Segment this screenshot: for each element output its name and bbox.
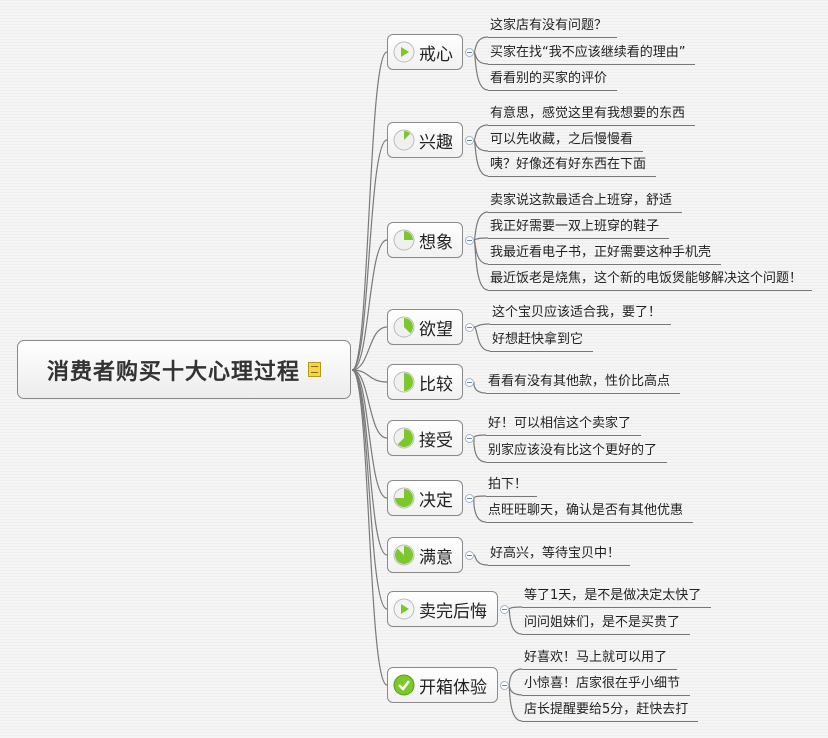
main-branch-line	[351, 369, 388, 686]
leaf-branch-line	[473, 326, 491, 352]
leaf-topic[interactable]: 好喜欢！马上就可以用了	[522, 649, 678, 670]
leaf-branch-line	[473, 51, 489, 91]
progress-pie-icon	[393, 371, 415, 393]
leaf-branch-line	[473, 497, 487, 523]
collapse-toggle[interactable]	[465, 323, 474, 332]
stage-node[interactable]: 比较	[387, 364, 463, 400]
stage-node[interactable]: 卖完后悔	[387, 591, 498, 627]
check-icon	[393, 674, 415, 696]
leaf-topic[interactable]: 点旺旺聊天，确认是否有其他优惠	[486, 502, 694, 523]
leaf-topic[interactable]: 咦？好像还有好东西在下面	[488, 156, 657, 177]
stage-node[interactable]: 满意	[387, 537, 463, 573]
stage-label: 接受	[419, 430, 453, 451]
main-branch-line	[351, 369, 388, 610]
leaf-topic[interactable]: 我正好需要一双上班穿的鞋子	[488, 218, 670, 239]
leaf-branch-line	[473, 495, 487, 499]
leaf-topic[interactable]: 买家在找“我不应该继续看的理由”	[488, 44, 696, 65]
leaf-branch-line	[508, 684, 523, 722]
collapse-toggle[interactable]	[465, 434, 474, 443]
leaf-topic[interactable]: 我最近看电子书，正好需要这种手机壳	[488, 244, 722, 265]
play-icon	[393, 41, 415, 63]
main-branch-line	[351, 239, 388, 371]
leaf-branch-line	[473, 211, 489, 241]
leaf-branch-line	[473, 381, 487, 394]
progress-pie-icon	[393, 129, 415, 151]
progress-pie-icon	[393, 544, 415, 566]
stage-label: 开箱体验	[419, 677, 487, 698]
leaf-branch-line	[508, 684, 523, 696]
stage-node[interactable]: 想象	[387, 222, 463, 258]
main-branch-line	[351, 51, 388, 371]
leaf-branch-line	[473, 139, 489, 177]
leaf-branch-line	[473, 554, 489, 566]
leaf-branch-line	[473, 139, 489, 152]
stage-label: 戒心	[419, 44, 453, 65]
collapse-toggle[interactable]	[500, 605, 509, 614]
collapse-toggle[interactable]	[465, 236, 474, 245]
stage-node[interactable]: 决定	[387, 480, 463, 516]
note-icon[interactable]	[308, 362, 321, 377]
stage-label: 兴趣	[419, 132, 453, 153]
collapse-toggle[interactable]	[465, 378, 474, 387]
leaf-topic[interactable]: 等了1天，是不是做决定太快了	[522, 587, 712, 608]
collapse-toggle[interactable]	[465, 551, 474, 560]
collapse-toggle[interactable]	[465, 494, 474, 503]
stage-node[interactable]: 欲望	[387, 309, 463, 345]
stage-label: 卖完后悔	[419, 601, 487, 622]
leaf-branch-line	[508, 606, 523, 610]
leaf-branch-line	[473, 36, 489, 53]
leaf-topic[interactable]: 问问姐妹们，是不是买贵了	[522, 614, 691, 635]
leaf-topic[interactable]: 最近饭老是烧焦，这个新的电饭煲能够解决这个问题！	[488, 270, 813, 291]
leaf-topic[interactable]: 别家应该没有比这个更好的了	[486, 442, 668, 463]
central-topic-title: 消费者购买十大心理过程	[46, 359, 300, 385]
leaf-branch-line	[508, 668, 523, 686]
progress-pie-icon	[393, 316, 415, 338]
stage-node[interactable]: 开箱体验	[387, 667, 498, 703]
play-icon	[393, 598, 415, 620]
stage-label: 想象	[419, 232, 453, 253]
leaf-topic[interactable]: 好想赶快拿到它	[490, 331, 594, 352]
leaf-topic[interactable]: 好高兴，等待宝贝中！	[488, 545, 631, 566]
leaf-topic[interactable]: 好！可以相信这个卖家了	[486, 415, 642, 436]
stage-label: 比较	[419, 374, 453, 395]
leaf-topic[interactable]: 有意思，感觉这里有我想要的东西	[488, 105, 696, 126]
stage-node[interactable]: 兴趣	[387, 122, 463, 158]
leaf-topic[interactable]: 小惊喜！店家很在乎小细节	[522, 675, 691, 696]
leaf-branch-line	[473, 323, 491, 328]
collapse-toggle[interactable]	[465, 136, 474, 145]
main-branch-line	[351, 369, 388, 383]
progress-pie-icon	[393, 487, 415, 509]
leaf-topic[interactable]: 店长提醒要给5分，赶快去打	[522, 701, 699, 722]
leaf-branch-line	[473, 237, 489, 241]
stage-node[interactable]: 戒心	[387, 34, 463, 70]
leaf-topic[interactable]: 这家店有没有问题？	[488, 17, 618, 38]
leaf-branch-line	[508, 608, 523, 635]
progress-pie-icon	[393, 229, 415, 251]
leaf-topic[interactable]: 看看别的买家的评价	[488, 70, 618, 91]
leaf-topic[interactable]: 可以先收藏，之后慢慢看	[488, 131, 644, 152]
main-branch-line	[351, 326, 388, 371]
progress-pie-icon	[393, 427, 415, 449]
leaf-topic[interactable]: 这个宝贝应该适合我，要了！	[490, 304, 672, 325]
stage-label: 决定	[419, 490, 453, 511]
leaf-branch-line	[473, 51, 489, 65]
collapse-toggle[interactable]	[465, 48, 474, 57]
central-topic[interactable]: 消费者购买十大心理过程	[17, 340, 351, 399]
leaf-branch-line	[473, 239, 489, 291]
collapse-toggle[interactable]	[500, 681, 509, 690]
leaf-branch-line	[473, 437, 487, 463]
main-branch-line	[351, 369, 388, 499]
stage-node[interactable]: 接受	[387, 420, 463, 456]
leaf-topic[interactable]: 拍下！	[486, 476, 538, 497]
leaf-topic[interactable]: 看看有没有其他款，性价比高点	[486, 373, 681, 394]
main-branch-line	[351, 369, 388, 439]
leaf-branch-line	[473, 434, 487, 439]
leaf-branch-line	[473, 124, 489, 141]
main-branch-line	[351, 369, 388, 556]
stage-label: 欲望	[419, 319, 453, 340]
stage-label: 满意	[419, 547, 453, 568]
leaf-topic[interactable]: 卖家说这款最适合上班穿，舒适	[488, 192, 683, 213]
main-branch-line	[351, 139, 388, 371]
